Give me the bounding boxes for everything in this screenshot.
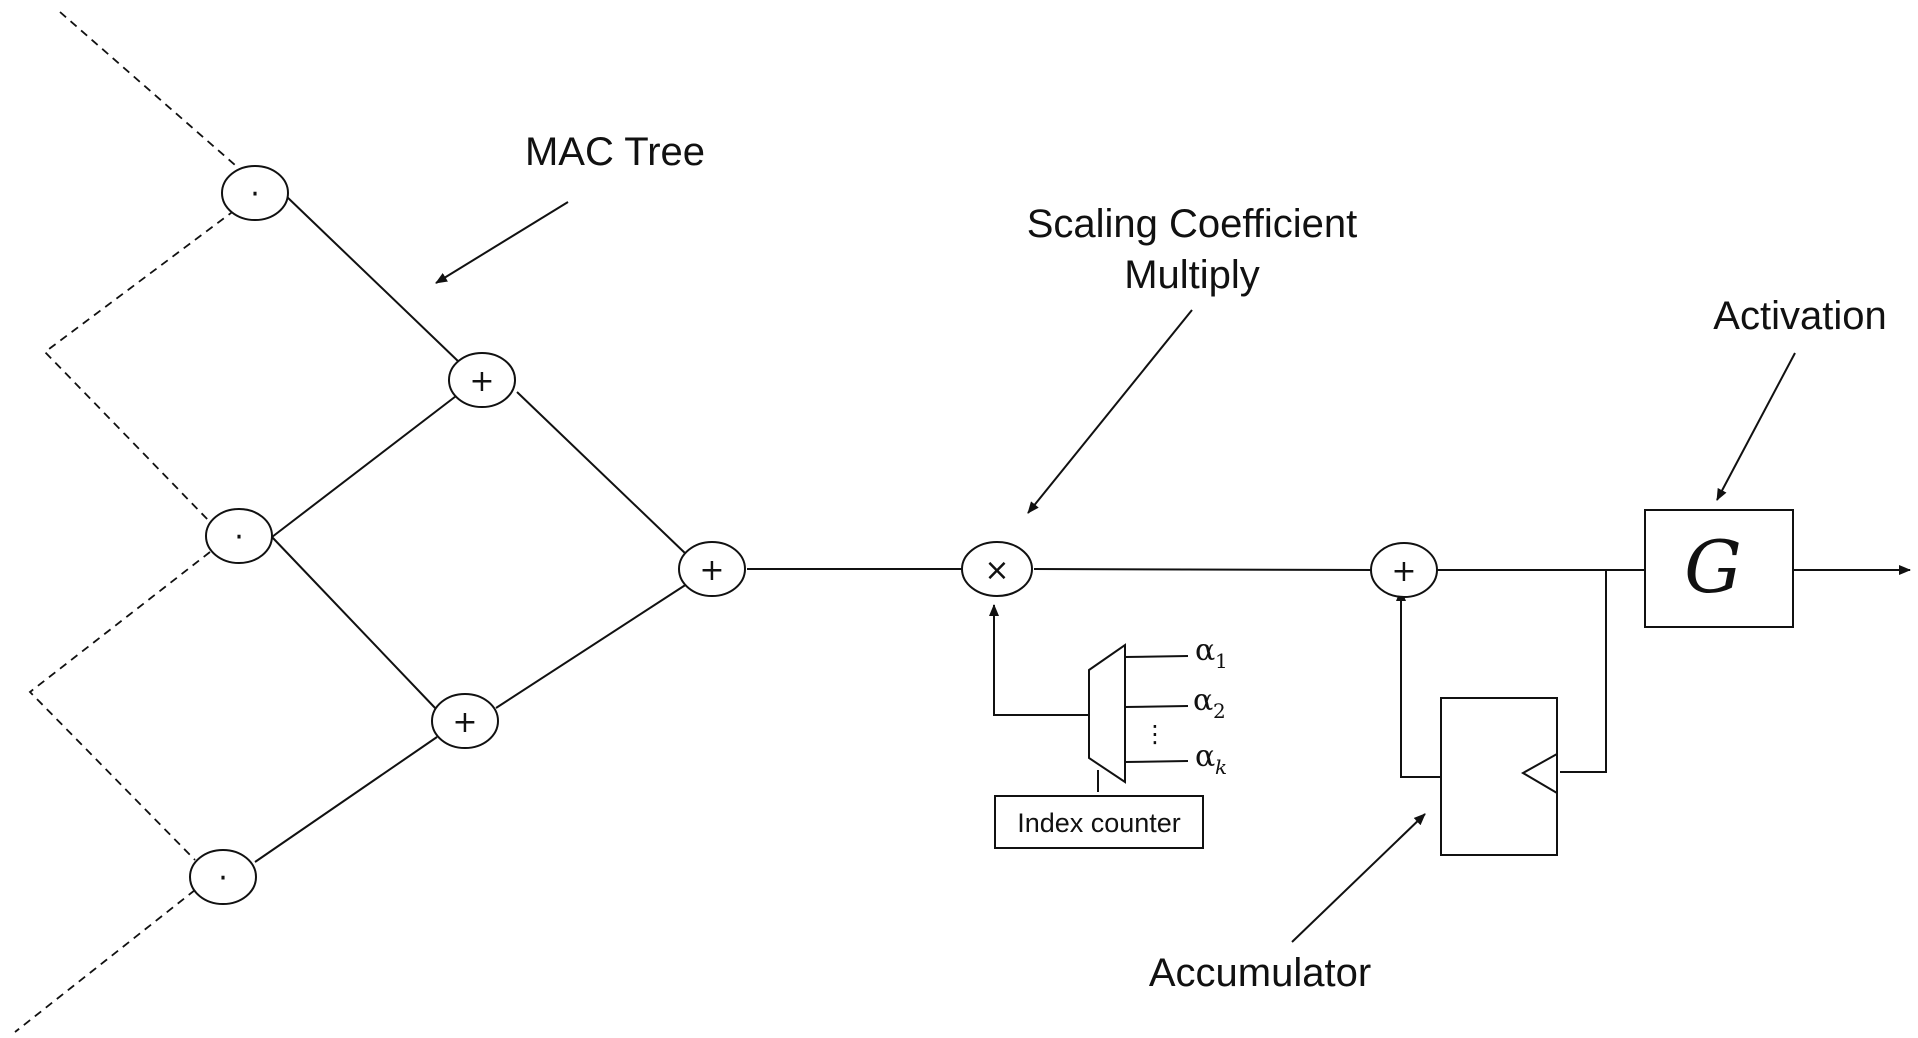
coefficient-alpha-2: α 2: [1193, 683, 1226, 723]
svg-text:Index counter: Index counter: [1017, 808, 1181, 838]
coefficient-alpha-k: α k: [1195, 739, 1227, 779]
adder-node-1: +: [448, 352, 516, 408]
svg-text:+: +: [452, 705, 477, 740]
coefficient-alpha-1: α 1: [1195, 633, 1228, 673]
svg-text:α: α: [1195, 739, 1215, 774]
svg-text:α: α: [1193, 683, 1213, 718]
adder-node-root: +: [678, 541, 746, 597]
pointer-arrows: [435, 201, 1796, 943]
adder-node-2: +: [431, 693, 499, 749]
svg-text:+: +: [699, 553, 724, 588]
mac-tree-wires: [254, 194, 1911, 863]
dot-node-3: ·: [189, 849, 257, 905]
scaling-coefficient-label-line2: Multiply: [1124, 253, 1260, 297]
coefficient-ellipsis: ⋮: [1143, 720, 1167, 748]
svg-text:α: α: [1195, 633, 1215, 668]
svg-text:·: ·: [234, 520, 244, 555]
coefficient-mux: [1088, 643, 1126, 784]
svg-text:1: 1: [1215, 649, 1228, 673]
accumulator-adder-node: +: [1370, 542, 1438, 598]
svg-text:k: k: [1215, 755, 1227, 779]
svg-text:·: ·: [218, 861, 228, 896]
mux-wires: [989, 604, 1189, 792]
scaling-coefficient-label-line1: Scaling Coefficient: [1027, 202, 1358, 246]
index-counter-box: Index counter: [994, 795, 1204, 849]
svg-text:×: ×: [984, 553, 1009, 588]
svg-text:·: ·: [250, 177, 260, 212]
dot-node-1: ·: [221, 165, 289, 221]
dot-node-2: ·: [205, 508, 273, 564]
svg-text:2: 2: [1213, 699, 1226, 723]
activation-box: G: [1644, 509, 1794, 628]
accumulator-wires: [1396, 570, 1607, 778]
svg-text:G: G: [1684, 525, 1742, 609]
activation-label: Activation: [1713, 294, 1886, 338]
dashed-input-lines: [14, 11, 236, 1033]
svg-text:+: +: [469, 364, 494, 399]
scaling-multiply-node: ×: [961, 541, 1033, 597]
svg-text:+: +: [1391, 554, 1416, 589]
accumulator-label: Accumulator: [1149, 951, 1371, 995]
accumulator-register: [1440, 697, 1558, 856]
mac-tree-label: MAC Tree: [525, 130, 705, 174]
